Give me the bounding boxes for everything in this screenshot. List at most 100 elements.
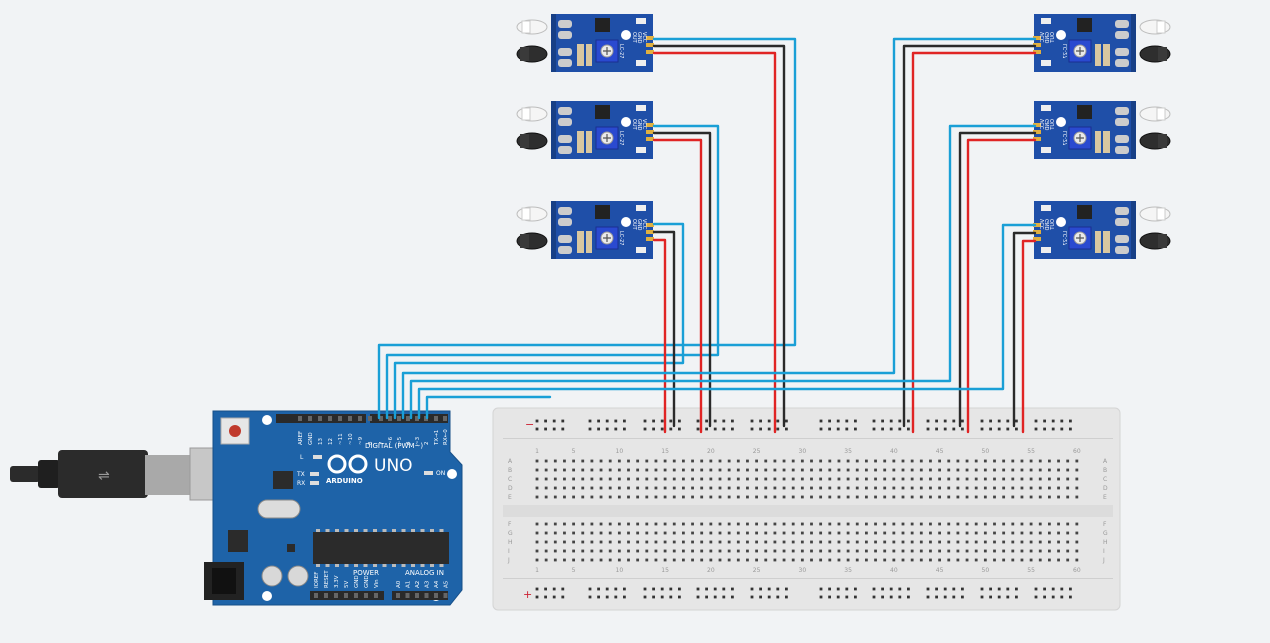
power-pin-label: Vin (374, 579, 380, 588)
wire-signal-s5 (409, 124, 1037, 420)
rail-plus-bottom: + (523, 588, 532, 601)
digital-pin-label: ~9 (358, 436, 364, 445)
column-number-bottom: 55 (1027, 567, 1035, 574)
sensor-chip-label: LC-27 (1063, 131, 1069, 145)
column-number-top: 40 (890, 448, 898, 455)
sensor-pin-label: OUT (1050, 32, 1056, 44)
power-pin-label: 3.3V (334, 575, 340, 588)
atmega-chip (313, 532, 449, 564)
row-letter: A (508, 458, 513, 465)
power-pin-label: RESET (324, 570, 330, 588)
digital-pin-label: TX→1 (434, 430, 440, 446)
column-number-top: 30 (799, 448, 807, 455)
sensor-pin-label: VCC (641, 32, 647, 43)
wire-power-s4 (911, 51, 1037, 434)
row-letter: F (1103, 521, 1107, 528)
sensor-pin-label: OUT (631, 119, 637, 131)
column-number-top: 50 (982, 448, 990, 455)
row-letter: A (1103, 458, 1108, 465)
power-pin-label: GND (364, 575, 370, 588)
wire-signal-s4 (401, 37, 1037, 420)
sensor-pin-label: VCC (1040, 219, 1046, 230)
brand-label: ARDUINO (326, 477, 363, 485)
column-number-top: 15 (661, 448, 669, 455)
digital-pin-label: ~10 (348, 433, 354, 445)
wire-signal-s2 (385, 124, 720, 420)
digital-pin-label: 13 (318, 438, 324, 445)
sensor-pin-label: VCC (1040, 32, 1046, 43)
wire-ground-s5 (958, 131, 1037, 428)
digital-pin-label: 8 (368, 441, 374, 445)
breadboard-holes (535, 419, 1079, 599)
wire-power-s2 (652, 138, 703, 434)
digital-pin-label: GND (308, 432, 314, 445)
sensor-chip-label: LC-27 (618, 131, 624, 145)
row-letter: I (1103, 548, 1105, 555)
digital-pin-label: AREF (298, 431, 304, 445)
power-pin-label: GND (354, 575, 360, 588)
digital-pin-label: 4 (406, 441, 412, 445)
tx-led-label: TX (296, 471, 305, 478)
wire-ground-s3 (652, 230, 676, 428)
sensor-pin-label: GND (1045, 219, 1051, 231)
row-letter: B (508, 467, 512, 474)
power-pin-label: 5V (344, 581, 350, 588)
row-letter: H (508, 539, 513, 546)
column-number-bottom: 25 (753, 567, 761, 574)
sensor-pin-label: OUT (631, 219, 637, 231)
sensor-chip-label: LC-27 (618, 231, 624, 245)
wire-signal-s3 (393, 222, 685, 420)
arduino-logo: UNO ARDUINO (326, 454, 413, 485)
column-number-top: 45 (936, 448, 944, 455)
column-number-top: 60 (1073, 448, 1081, 455)
sensor-pin-label: VCC (1040, 119, 1046, 130)
column-number-bottom: 10 (616, 567, 624, 574)
wire-ground-s4 (902, 44, 1037, 428)
row-letter: J (1102, 557, 1105, 564)
column-number-top: 1 (535, 448, 539, 455)
row-letter: D (1103, 485, 1108, 492)
column-number-bottom: 1 (535, 567, 539, 574)
power-pin-label: IOREF (314, 572, 320, 588)
analog-pin-label: A2 (415, 581, 421, 588)
digital-header-label: DIGITAL (PWM~) (365, 442, 423, 450)
column-number-bottom: 15 (661, 567, 669, 574)
rx-led-label: RX (297, 480, 305, 487)
digital-pin-label: ~6 (388, 436, 394, 445)
crystal (257, 499, 301, 519)
wire-power-s5 (966, 138, 1037, 434)
digital-pin-label: ~3 (415, 436, 421, 445)
row-letter: B (1103, 467, 1107, 474)
digital-pin-label: RX←0 (443, 429, 449, 445)
column-number-bottom: 35 (844, 567, 852, 574)
sensor-pin-label: VCC (641, 119, 647, 130)
sensor-pin-label: GND (1045, 32, 1051, 44)
on-led-label: ON (436, 470, 445, 477)
breadboard: 1155101015152020252530303535404045455050… (492, 407, 1121, 611)
column-number-top: 25 (753, 448, 761, 455)
row-letter: E (1103, 494, 1107, 501)
column-number-bottom: 20 (707, 567, 715, 574)
sensor-pin-label: GND (636, 119, 642, 131)
breadboard-labels: 1155101015152020252530303535404045455050… (507, 448, 1108, 574)
wire-signal-s6 (417, 223, 1037, 420)
sensor-pin-label: GND (636, 32, 642, 44)
analog-pin-label: A1 (406, 581, 412, 588)
digital-pin-label: 12 (328, 438, 334, 445)
wire-signal-s1 (377, 37, 797, 420)
l-led-label: L (300, 454, 304, 461)
sensor-pin-label: OUT (1050, 219, 1056, 231)
analog-pin-label: A3 (425, 580, 431, 588)
usb-cable: ⇌ (10, 447, 231, 501)
sensor-pin-label: VCC (641, 219, 647, 230)
row-letter: F (508, 521, 512, 528)
